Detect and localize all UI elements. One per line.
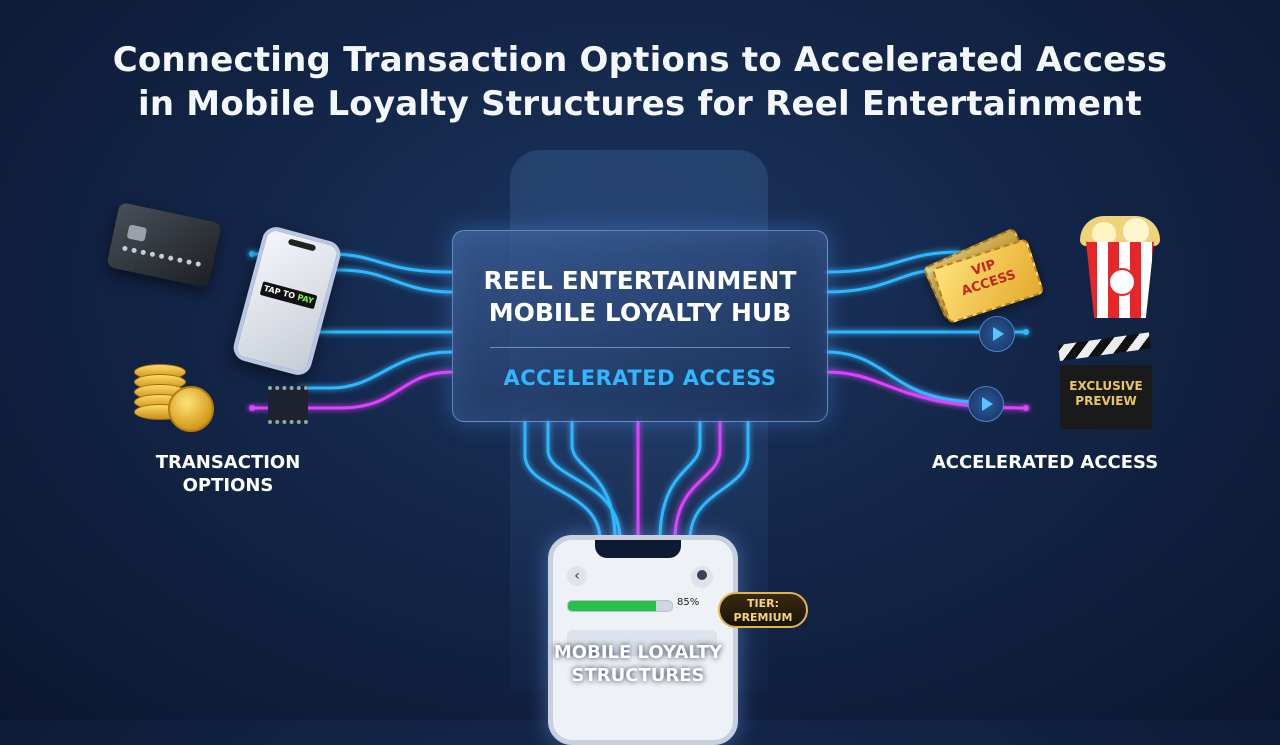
- wire-bottom-2: [546, 418, 622, 542]
- clapper-text: EXCLUSIVE PREVIEW: [1060, 379, 1152, 409]
- coins-icon: [130, 352, 220, 432]
- progress-percent: 85%: [677, 597, 700, 608]
- phone-notch: [595, 540, 681, 558]
- film-strip-icon: [268, 386, 308, 424]
- wire-right-top: [824, 250, 962, 274]
- hub-subtitle: ACCELERATED ACCESS: [503, 366, 777, 390]
- card-chip: [126, 224, 148, 242]
- page-title: Connecting Transaction Options to Accele…: [0, 38, 1280, 126]
- tap-to-pay-badge: TAP TO PAY: [259, 281, 318, 310]
- play-icon: [979, 316, 1015, 352]
- wire-right-upper: [824, 268, 942, 294]
- tier-line-1: TIER:: [747, 597, 779, 610]
- transaction-options-label: TRANSACTION OPTIONS: [140, 451, 316, 497]
- loyalty-hub-panel: REEL ENTERTAINMENT MOBILE LOYALTY HUB AC…: [452, 230, 828, 422]
- mobile-loyalty-label: MOBILE LOYALTY STRUCTURES: [548, 641, 728, 687]
- title-line-2: in Mobile Loyalty Structures for Reel En…: [138, 84, 1142, 124]
- transaction-label-line-2: OPTIONS: [182, 475, 274, 496]
- hub-divider: [490, 347, 790, 348]
- accelerated-access-label: ACCELERATED ACCESS: [931, 452, 1159, 473]
- wire-bottom-4: [658, 418, 702, 542]
- mobile-label-line-2: STRUCTURES: [571, 665, 705, 686]
- card-number-dots: [120, 245, 202, 272]
- hub-title-line-1: REEL ENTERTAINMENT: [483, 266, 797, 295]
- mobile-label-line-1: MOBILE LOYALTY: [553, 642, 723, 663]
- play-icon: [968, 386, 1004, 422]
- clapperboard-icon: EXCLUSIVE PREVIEW: [1057, 332, 1152, 431]
- wire-left-magenta: [250, 370, 454, 410]
- title-line-1: Connecting Transaction Options to Accele…: [112, 40, 1168, 80]
- hub-title: REEL ENTERTAINMENT MOBILE LOYALTY HUB: [453, 265, 827, 329]
- loyalty-phone-mockup: ‹ 85%: [548, 535, 738, 745]
- wire-bottom-6: [688, 418, 750, 542]
- tier-badge: TIER: PREMIUM: [718, 592, 808, 628]
- tap-badge-text: TAP TO: [262, 283, 297, 301]
- back-icon[interactable]: ‹: [567, 566, 587, 586]
- clapper-line-1: EXCLUSIVE: [1069, 379, 1143, 393]
- wire-bottom-1: [523, 418, 602, 542]
- progress-fill: [568, 601, 657, 611]
- clapper-line-2: PREVIEW: [1075, 394, 1137, 408]
- avatar-icon[interactable]: [691, 566, 713, 588]
- phone-notch: [287, 238, 317, 252]
- wire-bottom-3: [570, 418, 617, 542]
- loyalty-progress-bar: [567, 600, 673, 612]
- wire-left-low: [298, 350, 454, 390]
- tier-line-2: PREMIUM: [733, 611, 793, 624]
- wire-left-upper: [298, 268, 454, 294]
- transaction-label-line-1: TRANSACTION: [155, 452, 301, 473]
- pay-badge-text: PAY: [296, 292, 315, 306]
- list-item: [567, 630, 717, 656]
- wire-right-low: [824, 350, 982, 404]
- hub-title-line-2: MOBILE LOYALTY HUB: [488, 298, 792, 327]
- popcorn-icon: [1078, 216, 1162, 320]
- wire-bottom-5: [673, 418, 722, 542]
